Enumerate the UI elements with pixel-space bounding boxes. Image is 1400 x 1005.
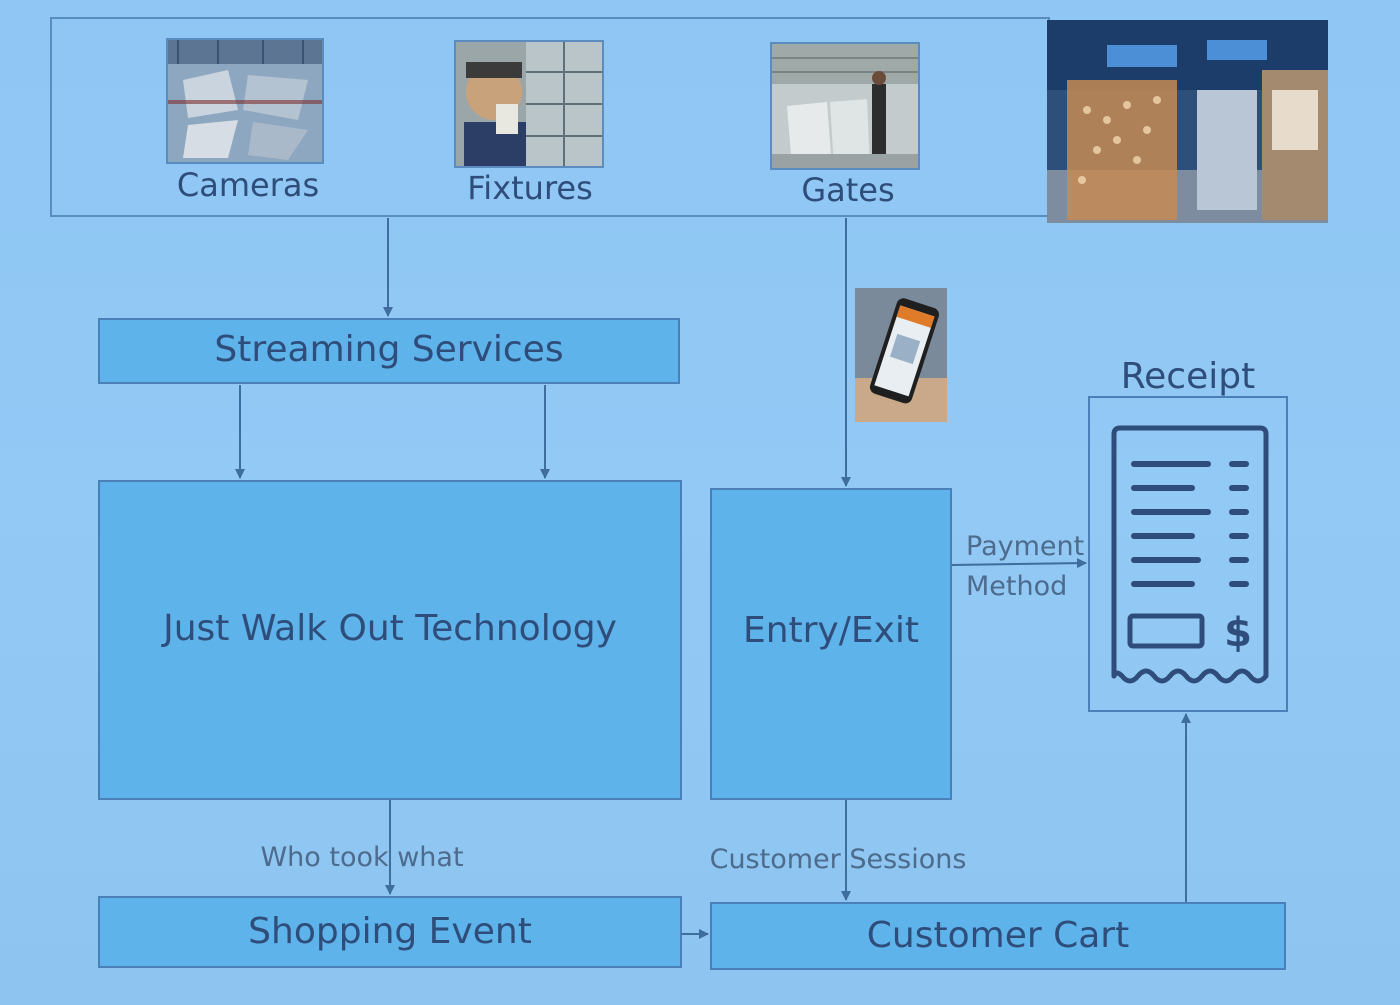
receipt-dollar-sign: $ [1224,610,1252,656]
payment-method-label-line1: Payment [966,530,1085,562]
cameras-photo [166,38,324,164]
streaming-services-label: Streaming Services [214,328,564,370]
jwo-box [98,480,682,800]
customer-cart-label: Customer Cart [866,914,1130,956]
fixtures-label: Fixtures [467,169,593,207]
gates-photo [770,42,920,170]
cameras-label: Cameras [176,166,320,204]
entry-exit-label: Entry/Exit [742,609,920,651]
receipt-icon [1111,425,1269,684]
shopping-event-box [98,896,682,968]
payment-method-label-line2: Method [966,570,1068,602]
shopping-event-label: Shopping Event [248,910,532,952]
who-took-what-label: Who took what [260,841,464,873]
gates-label: Gates [801,171,895,209]
streaming-services-box [98,318,680,384]
store-photo [1047,20,1328,223]
entry-exit-box [710,488,952,800]
phone-photo [855,288,947,422]
fixtures-photo [454,40,604,168]
jwo-label: Just Walk Out Technology [163,607,617,649]
customer-sessions-label: Customer Sessions [709,843,967,875]
arrow-entry-to-receipt [951,558,1087,569]
receipt-box [1088,396,1288,712]
receipt-title: Receipt [1120,355,1256,397]
customer-cart-box [710,902,1286,970]
